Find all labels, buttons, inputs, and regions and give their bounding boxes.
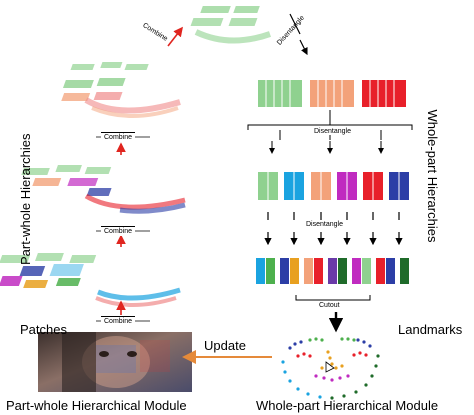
part-whole-module-caption: Part-whole Hierarchical Module bbox=[6, 398, 187, 413]
update-label: Update bbox=[204, 338, 246, 353]
patch-cluster-top bbox=[190, 6, 271, 44]
patch-cluster-level-1 bbox=[21, 165, 186, 214]
landmark-points bbox=[281, 337, 380, 400]
disentangle-bracket-2 bbox=[264, 212, 403, 246]
whole-part-module-caption: Whole-part Hierarchical Module bbox=[256, 398, 439, 413]
block-row-3 bbox=[256, 258, 409, 284]
block-orange-1 bbox=[310, 80, 354, 107]
top-disentangle-arrow bbox=[289, 13, 308, 56]
patch-cluster-level-0 bbox=[0, 253, 181, 307]
combine-tag-1: Combine bbox=[101, 316, 136, 326]
cutout-tag: Cutout bbox=[319, 302, 340, 309]
disentangle-bracket-1 bbox=[247, 110, 413, 154]
whole-part-hierarchies-label: Whole-part Hierarchies bbox=[425, 109, 440, 243]
block-red-1 bbox=[362, 80, 406, 107]
combine-arrows bbox=[116, 26, 183, 315]
patch-cluster-level-2 bbox=[61, 62, 181, 118]
disentangle-tag-1: Disentangle bbox=[312, 128, 353, 135]
landmarks-label: Landmarks bbox=[398, 322, 463, 337]
block-green-1 bbox=[258, 80, 302, 107]
disentangle-tag-2: Disentangle bbox=[304, 221, 345, 228]
part-whole-hierarchies-label: Part-whole Hierarchies bbox=[18, 133, 33, 266]
block-row-2 bbox=[258, 172, 409, 200]
block-row-1 bbox=[258, 80, 406, 107]
combine-tag-2: Combine bbox=[101, 226, 136, 236]
part-whole-stack bbox=[0, 6, 271, 307]
patches-label: Patches bbox=[20, 322, 67, 337]
face-image bbox=[38, 332, 192, 392]
cutout-bracket bbox=[295, 295, 371, 333]
combine-tag-3: Combine bbox=[101, 132, 136, 142]
